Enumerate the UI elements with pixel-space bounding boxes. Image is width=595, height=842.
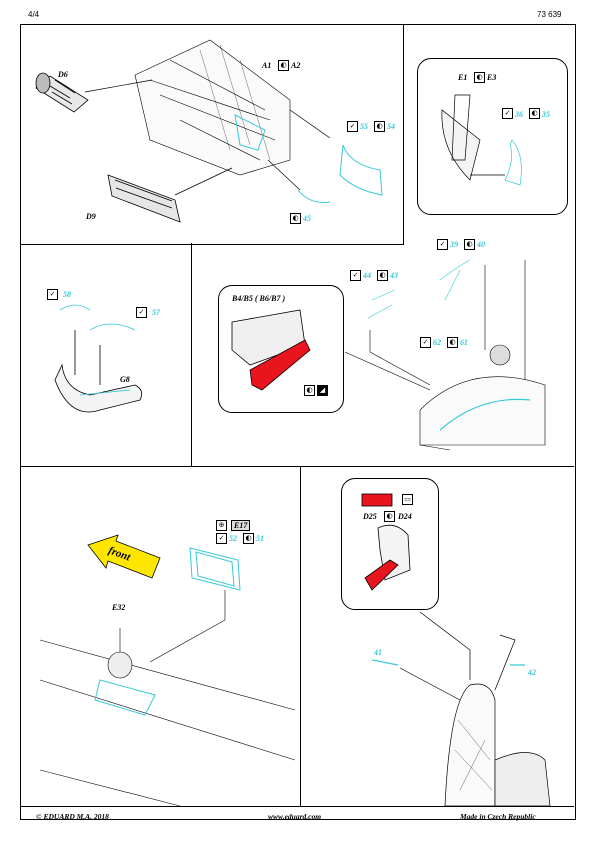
tailwheel-drawing [344, 259, 546, 451]
tail-fin-drawing [371, 611, 551, 807]
label-g8: G8 [120, 375, 130, 384]
fold-icon: ◐ [464, 239, 475, 250]
label-a1: A1 [262, 61, 272, 70]
check-bend-icon: ✓ [136, 307, 147, 318]
panel-top-left [20, 24, 404, 245]
part-55: 55 [360, 122, 368, 131]
part-61: 61 [460, 338, 468, 347]
fold-icon: ◐ [304, 385, 315, 396]
part-62: 62 [433, 338, 441, 347]
part-43: 43 [390, 271, 398, 280]
e1-e3-drawing [441, 94, 522, 186]
part-40: 40 [477, 240, 485, 249]
front-arrow-icon [87, 534, 161, 579]
d25-d24-drawing [361, 493, 411, 591]
paint-icon: ▭ [402, 494, 413, 505]
glue-icon: ⊕ [216, 520, 227, 531]
cockpit-floor-drawing [134, 39, 291, 176]
label-d24: D24 [398, 512, 412, 521]
label-a2: A2 [291, 61, 301, 70]
callout-d25-d24 [341, 478, 439, 610]
divider-bottom [300, 466, 301, 806]
part-d9-drawing [107, 174, 181, 223]
fold-icon: ◐ [377, 270, 388, 281]
label-e1: E1 [458, 73, 468, 82]
page-number: 4/4 [28, 10, 40, 19]
divider-footer [20, 806, 574, 807]
check-bend-icon: ✓ [47, 289, 58, 300]
part-51: 51 [256, 534, 264, 543]
panel-mid-left [20, 243, 192, 466]
part-54: 54 [387, 122, 395, 131]
part-58: 58 [63, 290, 71, 299]
check-bend-icon: ✓ [216, 533, 227, 544]
label-d6: D6 [58, 70, 68, 79]
fold-icon: ◐ [384, 511, 395, 522]
part-41: 41 [374, 648, 382, 657]
label-d25: D25 [363, 512, 377, 521]
part-45: 45 [303, 214, 311, 223]
fold-icon: ◐ [290, 213, 301, 224]
pe-parts-52-51 [189, 547, 241, 591]
check-bend-icon: ✓ [347, 121, 358, 132]
footer-origin: Made in Czech Republic [460, 812, 536, 821]
part-52: 52 [229, 534, 237, 543]
part-57: 57 [152, 308, 160, 317]
label-e32: E32 [112, 603, 126, 612]
check-bend-icon: ✓ [437, 239, 448, 250]
wing-drawing [39, 590, 296, 807]
callout-e1-e3 [417, 58, 568, 215]
label-e17: E17 [231, 520, 251, 531]
label-e3: E3 [487, 73, 497, 82]
divider-mid [20, 466, 574, 467]
part-42: 42 [528, 668, 536, 677]
catalog-code: 73 639 [537, 10, 562, 19]
check-bend-icon: ✓ [502, 108, 513, 119]
fold-icon: ◐ [374, 121, 385, 132]
leader-lines-top [84, 79, 331, 196]
part-44: 44 [363, 271, 371, 280]
b-parts-drawing [231, 309, 311, 391]
label-d9: D9 [86, 212, 96, 221]
fold-icon: ◐ [278, 60, 289, 71]
part-g8-drawing [54, 304, 143, 413]
part-d6-drawing [35, 72, 89, 113]
page-frame [20, 24, 576, 820]
footer-copyright: © EDUARD M.A. 2018 [36, 812, 109, 821]
fold-icon: ◐ [474, 72, 485, 83]
fold-icon: ◐ [529, 108, 540, 119]
paint-icon: ◢ [317, 385, 328, 396]
callout-b-parts [218, 285, 344, 413]
check-bend-icon: ✓ [420, 337, 431, 348]
pe-parts-55-54-45 [297, 144, 383, 203]
footer-url[interactable]: www.eduard.com [268, 812, 322, 821]
part-36: 36 [515, 110, 523, 119]
label-b-parts: B4/B5 ( B6/B7 ) [232, 294, 286, 303]
part-35: 35 [542, 110, 550, 119]
check-bend-icon: ✓ [350, 270, 361, 281]
fold-icon: ◐ [447, 337, 458, 348]
fold-icon: ◐ [243, 533, 254, 544]
part-39: 39 [450, 240, 458, 249]
